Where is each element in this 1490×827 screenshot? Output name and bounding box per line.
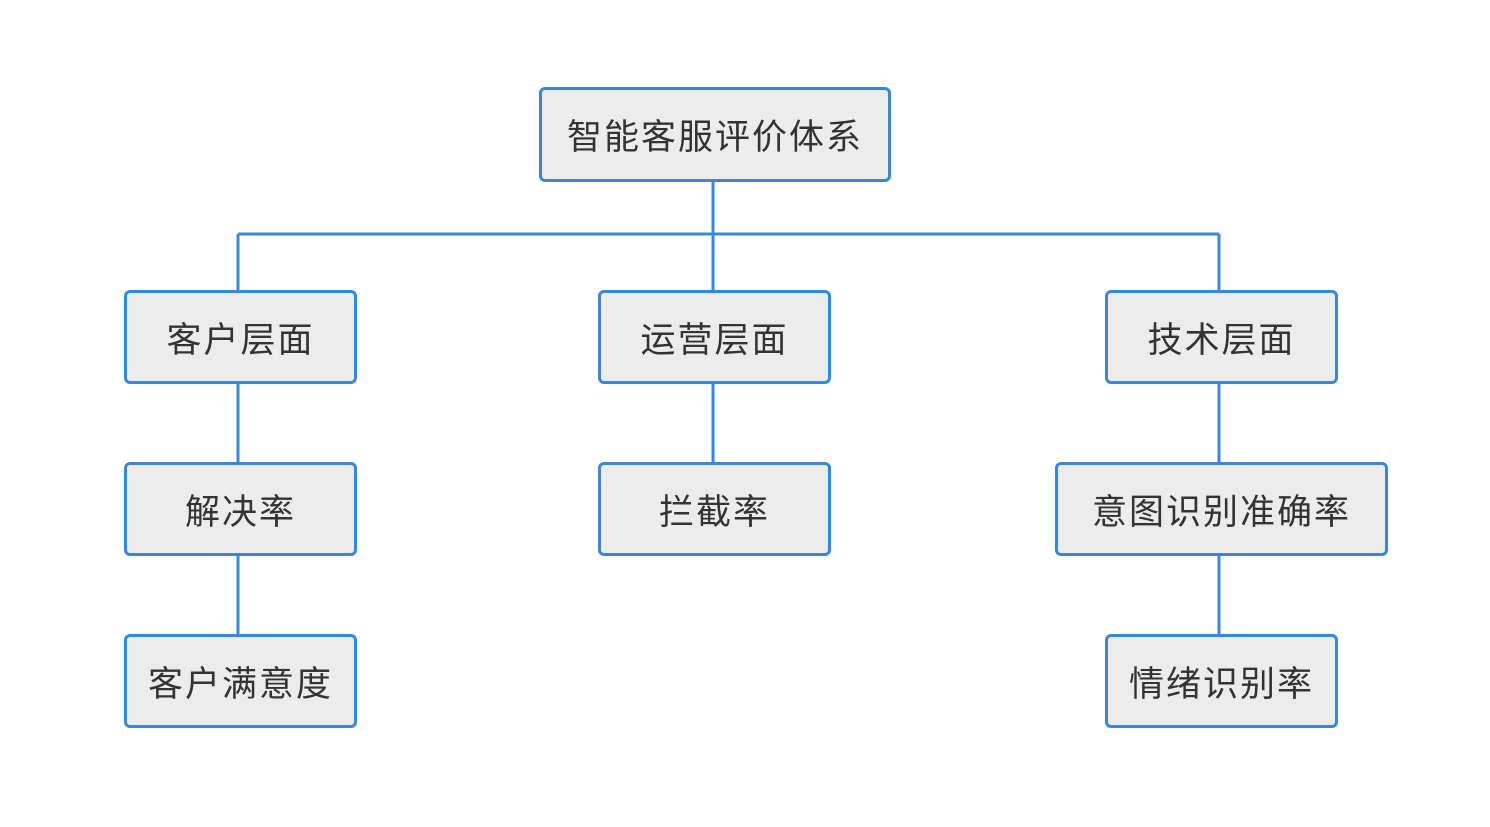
node-customer-level[interactable]: 客户层面 [124, 290, 357, 384]
node-intent-accuracy[interactable]: 意图识别准确率 [1055, 462, 1388, 556]
node-resolution-rate[interactable]: 解决率 [124, 462, 357, 556]
node-customer-satisfaction[interactable]: 客户满意度 [124, 634, 357, 728]
node-interception-rate[interactable]: 拦截率 [598, 462, 831, 556]
node-root[interactable]: 智能客服评价体系 [539, 87, 891, 182]
node-operation-level[interactable]: 运营层面 [598, 290, 831, 384]
node-emotion-recognition-rate[interactable]: 情绪识别率 [1105, 634, 1338, 728]
node-technology-level[interactable]: 技术层面 [1105, 290, 1338, 384]
